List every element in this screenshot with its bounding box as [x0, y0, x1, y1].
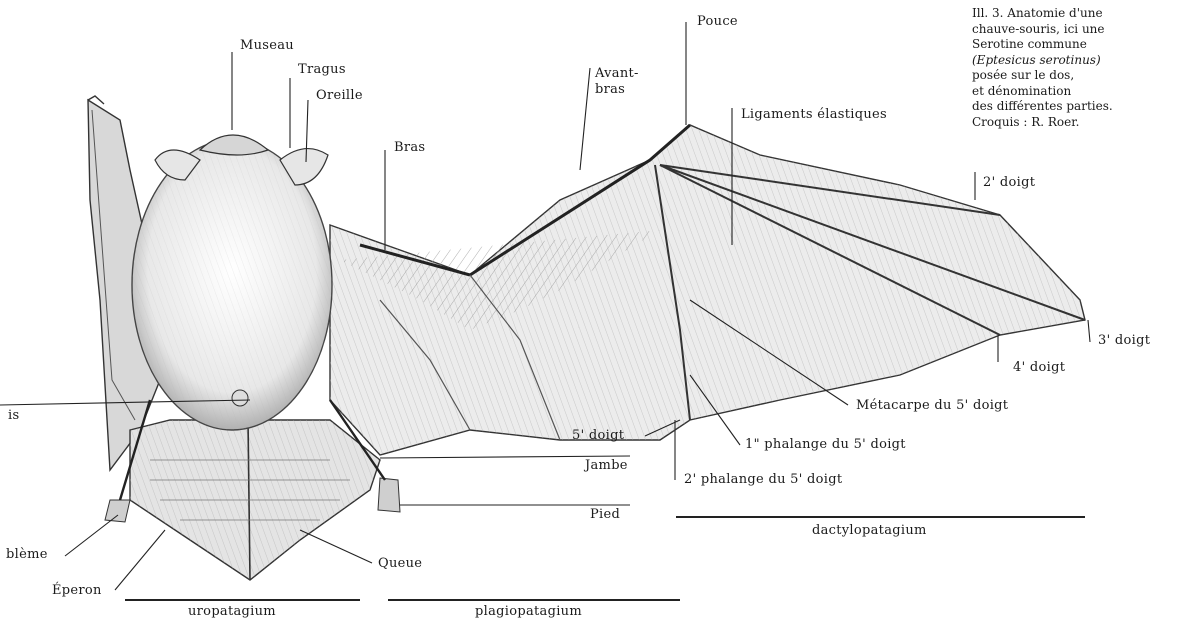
label-pouce: Pouce — [697, 14, 738, 29]
label-phalange1: 1" phalange du 5' doigt — [745, 437, 906, 452]
label-avant-bras-1: Avant- — [595, 66, 639, 81]
label-oreille: Oreille — [316, 88, 363, 103]
label-tragus: Tragus — [298, 62, 346, 77]
label-doigt3: 3' doigt — [1098, 333, 1150, 348]
label-queue: Queue — [378, 556, 422, 571]
region-dactylopatagium: dactylopatagium — [812, 523, 927, 538]
caption-line: (Eptesicus serotinus) — [972, 53, 1113, 69]
label-eperon: Éperon — [52, 583, 102, 598]
label-bras: Bras — [394, 140, 425, 155]
label-penis-partial: is — [8, 408, 19, 423]
label-doigt2: 2' doigt — [983, 175, 1035, 190]
figure-caption: Ill. 3. Anatomie d'une chauve-souris, ic… — [972, 6, 1113, 130]
label-jambe: Jambe — [585, 458, 628, 473]
region-uropatagium: uropatagium — [188, 604, 276, 619]
label-doigt4: 4' doigt — [1013, 360, 1065, 375]
label-avant-bras-2: bras — [595, 82, 625, 97]
caption-line: des différentes parties. — [972, 99, 1113, 115]
caption-line: chauve-souris, ici une — [972, 22, 1113, 38]
label-phalange2: 2' phalange du 5' doigt — [684, 472, 842, 487]
caption-line: posée sur le dos, — [972, 68, 1113, 84]
bat-body — [132, 135, 332, 430]
label-metacarpe: Métacarpe du 5' doigt — [856, 398, 1008, 413]
caption-line: Croquis : R. Roer. — [972, 115, 1113, 131]
label-museau: Museau — [240, 38, 294, 53]
label-calcar-lobe-partial: blème — [6, 547, 48, 562]
region-plagiopatagium: plagiopatagium — [475, 604, 582, 619]
label-ligaments: Ligaments élastiques — [741, 107, 887, 122]
caption-line: Serotine commune — [972, 37, 1113, 53]
caption-line: et dénomination — [972, 84, 1113, 100]
label-doigt5: 5' doigt — [572, 428, 624, 443]
caption-line: Ill. 3. Anatomie d'une — [972, 6, 1113, 22]
label-pied: Pied — [590, 507, 620, 522]
